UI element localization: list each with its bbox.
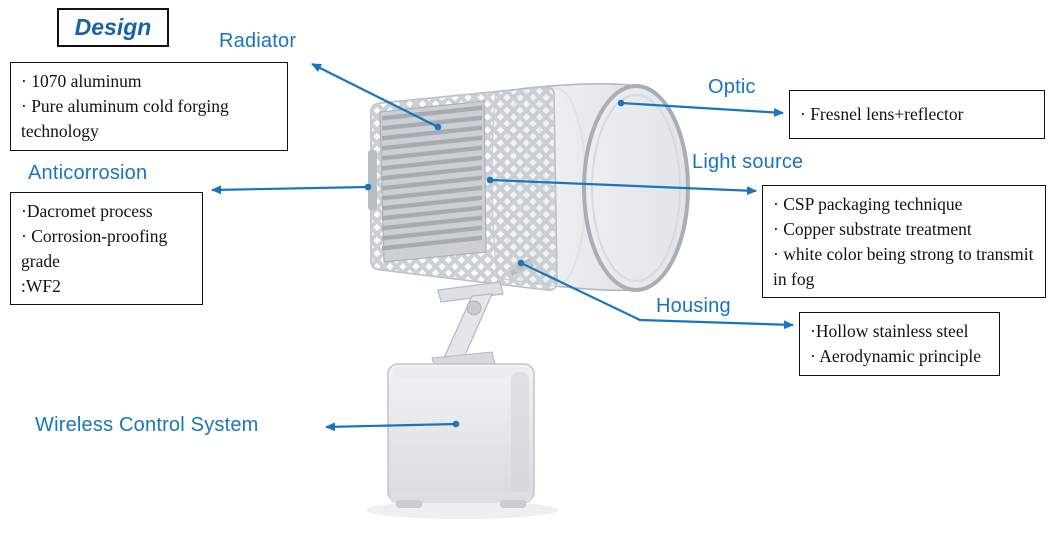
anticorrosion-note: ·Dacromet process	[21, 201, 153, 221]
anticorrosion-note: :WF2	[21, 275, 61, 296]
optic-connector	[620, 101, 784, 117]
radiator-anchor-dot	[434, 123, 442, 131]
wireless-anchor-dot	[452, 420, 460, 428]
wireless-connector	[325, 422, 457, 432]
housing-label: Housing	[656, 295, 731, 317]
optic-anchor-dot	[617, 99, 625, 107]
anticorrosion-label: Anticorrosion	[28, 162, 148, 184]
wireless-control-system-label: Wireless Control System	[35, 414, 259, 436]
design-note: · 1070 aluminum	[21, 71, 142, 91]
lightsource-connector	[489, 178, 757, 196]
design-title-box: Design	[57, 8, 169, 47]
optic-notes-box: · Fresnel lens+reflector	[789, 90, 1045, 139]
light-source-note: · white color being strong to transmit i…	[773, 243, 1034, 289]
light-source-note: · Copper substrate treatment	[773, 218, 972, 239]
light-source-note: · CSP packaging technique	[773, 194, 963, 214]
radiator-connector	[311, 63, 439, 128]
design-note: · Pure aluminum cold forging technology	[21, 95, 229, 141]
optic-label: Optic	[708, 76, 756, 98]
anticorrosion-note: · Corrosion-proofing grade	[21, 225, 168, 271]
housing-connector	[520, 262, 794, 330]
radiator-fins	[368, 100, 487, 263]
anticorrosion-connector	[211, 185, 369, 195]
anticorrosion-anchor-dot	[364, 183, 372, 191]
housing-anchor-dot	[517, 259, 525, 267]
housing-notes-box: ·Hollow stainless steel · Aerodynamic pr…	[799, 312, 1000, 376]
design-title: Design	[74, 14, 152, 40]
optic-note: · Fresnel lens+reflector	[800, 104, 964, 124]
light-source-label: Light source	[692, 151, 804, 173]
housing-note: · Aerodynamic principle	[810, 345, 982, 366]
light-source-notes-box: · CSP packaging technique · Copper subst…	[762, 185, 1046, 299]
housing-note: ·Hollow stainless steel	[810, 321, 969, 341]
base-unit	[387, 363, 535, 508]
radiator-label: Radiator	[219, 30, 297, 52]
anticorrosion-notes-box: ·Dacromet process · Corrosion-proofing g…	[10, 192, 203, 306]
lightsource-anchor-dot	[486, 176, 494, 184]
design-notes-box: · 1070 aluminum · Pure aluminum cold for…	[10, 62, 288, 151]
